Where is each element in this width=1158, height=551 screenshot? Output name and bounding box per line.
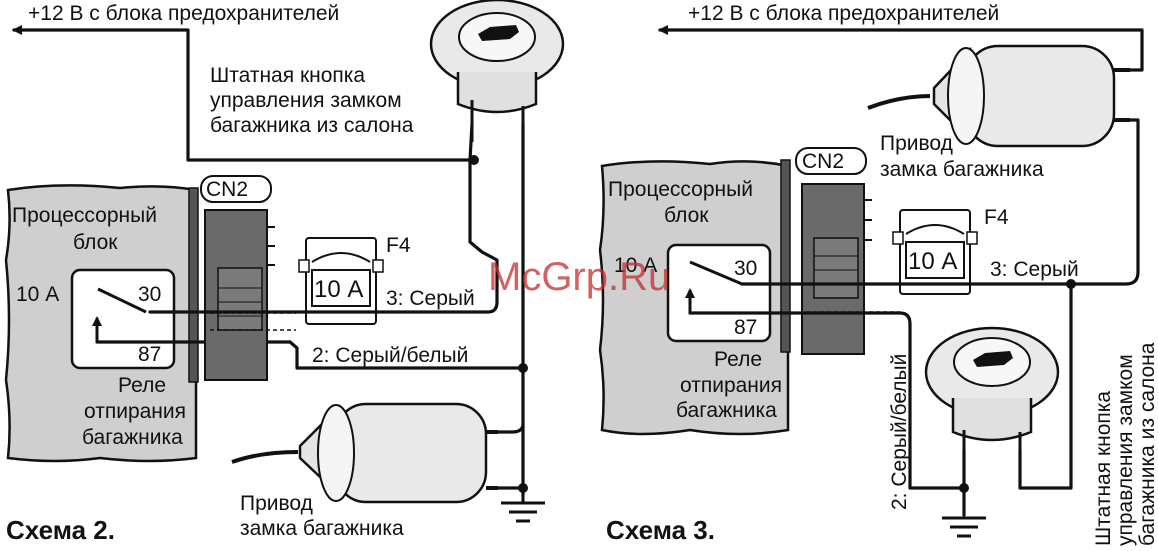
junction-dot xyxy=(1066,279,1076,289)
fuse-f4-window xyxy=(311,269,371,307)
wire-2-grey-white xyxy=(288,340,525,370)
fuse-f4-value: 10 А xyxy=(314,276,363,303)
relay-box xyxy=(666,243,772,343)
wire-2-label: 2: Серый/белый xyxy=(312,344,468,367)
relay-label-line1: Реле xyxy=(118,374,166,397)
fuse-f4-value: 10 А xyxy=(908,248,957,275)
relay-label-line2: отпирания xyxy=(680,374,782,397)
button-label-line2: управления замком xyxy=(210,89,402,112)
fuse-f4-name: F4 xyxy=(984,206,1009,229)
scheme-3: Процессорный блок 10 А 30 87 Реле отпира… xyxy=(598,2,1158,546)
ground-icon xyxy=(501,496,545,523)
wire-button-right xyxy=(1018,282,1073,490)
relay-pin-87: 87 xyxy=(138,343,161,366)
fuse-f4-name: F4 xyxy=(386,234,411,257)
junction-dot xyxy=(518,483,528,493)
scheme-2-title: Схема 2. xyxy=(6,515,115,545)
relay-label-line3: багажника xyxy=(82,426,183,449)
processor-label-line1: Процессорный xyxy=(608,178,753,201)
scheme-3-title: Схема 3. xyxy=(606,515,715,545)
button-label-line3: багажника из салона xyxy=(1136,342,1158,546)
wire-2-label: 2: Серый/белый xyxy=(888,354,911,510)
wire-3-grey xyxy=(740,118,1140,286)
junction-dot xyxy=(959,483,969,493)
button-label-line2: управления замком xyxy=(1114,354,1137,546)
fuse-f4-clip xyxy=(372,259,384,273)
junction-dot xyxy=(518,363,528,373)
actuator-icon xyxy=(867,44,1130,148)
relay-current: 10 А xyxy=(16,283,59,306)
wire-3-grey xyxy=(148,122,499,314)
wire-3-label: 3: Серый xyxy=(386,287,475,310)
power-label: +12 В с блока предохранителей xyxy=(688,2,999,25)
connector-cn2-socket xyxy=(217,267,263,331)
connector-cn2-tag xyxy=(200,175,272,203)
relay-pin-30: 30 xyxy=(138,283,161,306)
relay-label-line2: отпирания xyxy=(84,400,186,423)
processor-edge-bar xyxy=(188,187,199,383)
junction-dot xyxy=(469,155,479,165)
power-label: +12 В с блока предохранителей xyxy=(28,2,339,25)
trunk-button-icon xyxy=(924,326,1060,452)
connector-cn2-socket xyxy=(813,237,859,299)
fuse-f4-clip xyxy=(892,231,904,245)
relay-pin-30: 30 xyxy=(734,257,757,280)
wire-power xyxy=(658,25,1144,72)
relay-label-line1: Реле xyxy=(714,348,762,371)
processor-label-line1: Процессорный xyxy=(12,204,157,227)
actuator-label-line1: Привод xyxy=(880,132,953,155)
button-label-line1: Штатная кнопка xyxy=(210,64,365,87)
processor-label-line2: блок xyxy=(73,231,118,254)
button-label-line1: Штатная кнопка xyxy=(1092,391,1115,546)
connector-cn2-label: CN2 xyxy=(802,150,844,173)
fuse-f4-cap xyxy=(311,252,371,263)
actuator-icon xyxy=(231,402,498,504)
wire-2-grey-white xyxy=(688,311,966,490)
actuator-label-line2: замка багажника xyxy=(240,517,404,540)
wire-3-label: 3: Серый xyxy=(990,258,1079,281)
fuse-f4-clip xyxy=(966,231,978,245)
relay-pin-87: 87 xyxy=(734,316,757,339)
processor-edge-bar xyxy=(780,159,791,353)
connector-cn2-label: CN2 xyxy=(206,178,248,201)
relay-label-line3: багажника xyxy=(676,399,777,422)
fuse-f4-cap xyxy=(905,224,965,235)
fuse-f4-window xyxy=(905,241,965,279)
fuse-f4-clip xyxy=(298,259,310,273)
ground-icon xyxy=(942,516,986,538)
relay-current: 10 А xyxy=(614,254,657,277)
actuator-label-line2: замка багажника xyxy=(880,158,1044,181)
button-label-line3: багажника из салона xyxy=(210,114,414,137)
watermark: McGrp.Ru xyxy=(488,255,670,299)
relay-contact-arm xyxy=(97,287,147,314)
scheme-2: Процессорный блок 10 А 30 87 Реле отпира… xyxy=(4,0,565,545)
actuator-label-line1: Привод xyxy=(240,492,313,515)
connector-cn2-tag xyxy=(795,147,867,175)
wire-actuator-feed xyxy=(485,422,525,434)
wire-power xyxy=(12,25,472,162)
processor-label-line2: блок xyxy=(664,204,709,227)
relay-contact-arm xyxy=(689,260,743,286)
trunk-button-icon xyxy=(429,0,565,142)
